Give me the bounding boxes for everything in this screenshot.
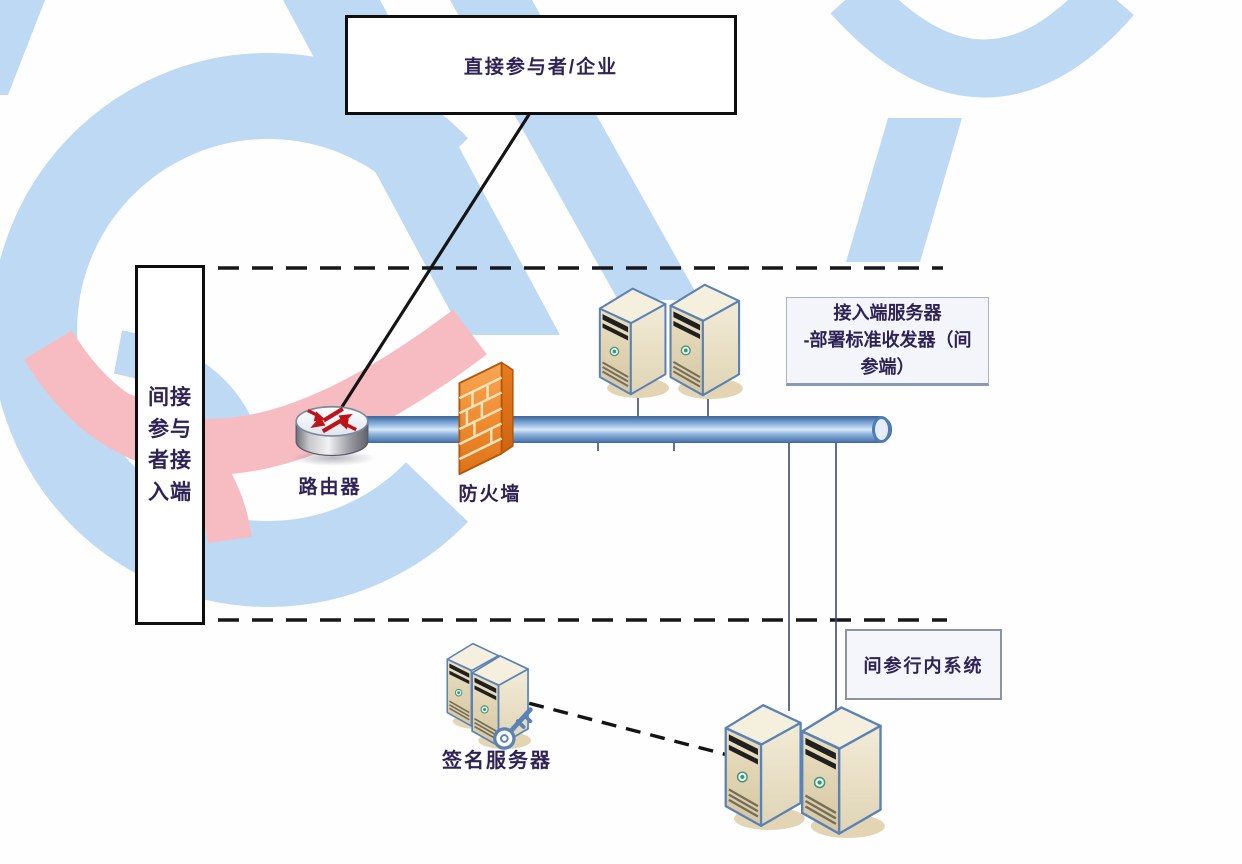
firewall-icon — [458, 361, 514, 476]
pipe-end-cap — [872, 416, 891, 443]
link-signature-to-internal-server — [504, 695, 748, 762]
direct-participant-label: 直接参与者/企业 — [463, 56, 619, 78]
access-server-note-label: 接入端服务器 -部署标准收发器（间 参端） — [803, 303, 972, 377]
router-icon — [295, 405, 369, 457]
firewall-label: 防火墙 — [458, 484, 522, 505]
key-icon — [493, 707, 533, 750]
access-server-note-box: 接入端服务器 -部署标准收发器（间 参端） — [786, 297, 989, 386]
indirect-participant-box: 间接参与者接入端 — [135, 265, 205, 625]
internal-server-icon-2 — [800, 706, 886, 838]
signature-server-label: 签名服务器 — [442, 750, 552, 772]
indirect-participant-label: 间接参与者接入端 — [148, 386, 192, 504]
link-direct-participant-to-router — [338, 112, 532, 411]
router-shadow — [290, 450, 376, 466]
internal-system-label: 间参行内系统 — [863, 655, 984, 676]
network-bus-pipe — [330, 416, 892, 443]
access-server-icon-2 — [669, 283, 744, 399]
direct-participant-box: 直接参与者/企业 — [345, 15, 737, 115]
router-label: 路由器 — [298, 477, 362, 498]
internal-system-box: 间参行内系统 — [845, 629, 1002, 700]
